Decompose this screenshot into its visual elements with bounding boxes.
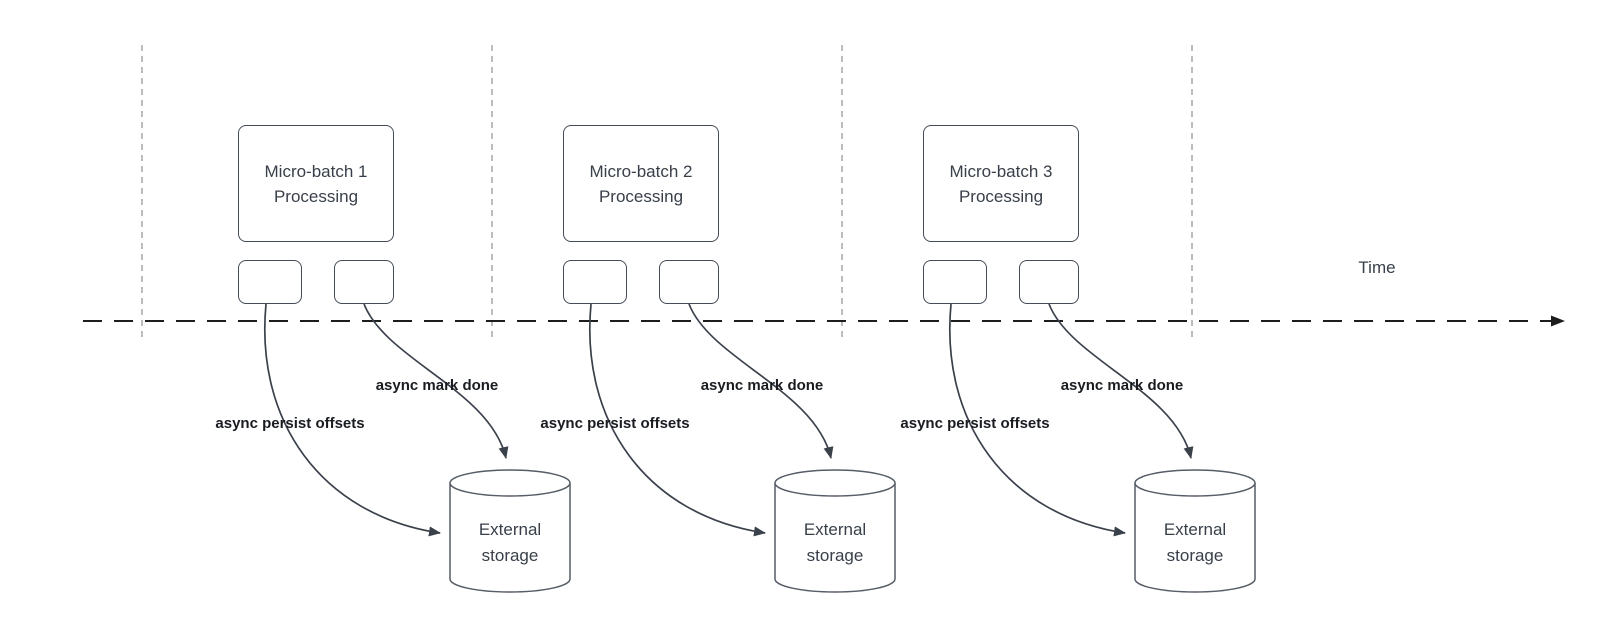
storage-label-line1: External: [478, 520, 542, 539]
microbatch-3-processing-box: Micro-batch 3 Processing: [923, 125, 1079, 242]
microbatch-2-processing-box: Micro-batch 2 Processing: [563, 125, 719, 242]
offsets-task-box-1: [238, 260, 302, 304]
mark-done-arrow-2: [688, 303, 834, 459]
section-3-shapes: [949, 303, 1256, 593]
persist-offsets-label-2: async persist offsets: [540, 415, 690, 432]
storage-cylinder-3: [1134, 469, 1256, 593]
mark-done-label-1: async mark done: [375, 377, 499, 394]
storage-cylinder-1: [449, 469, 571, 593]
offsets-task-box-3: [923, 260, 987, 304]
processing-box-title-line1: Micro-batch 2: [589, 161, 693, 181]
processing-box-title-line1: Micro-batch 1: [264, 161, 368, 181]
done-task-box-3: [1019, 260, 1079, 304]
external-storage-label-2: External storage: [775, 517, 895, 569]
storage-label-line2: storage: [481, 546, 539, 565]
processing-box-title-line2: Processing: [598, 186, 684, 206]
external-storage-label-3: External storage: [1135, 517, 1255, 569]
persist-offsets-label-1: async persist offsets: [215, 415, 365, 432]
storage-cylinder-2: [774, 469, 896, 593]
storage-label-line1: External: [803, 520, 867, 539]
microbatch-1-processing-box: Micro-batch 1 Processing: [238, 125, 394, 242]
processing-box-title-line2: Processing: [958, 186, 1044, 206]
done-task-box-1: [334, 260, 394, 304]
persist-offsets-label-3: async persist offsets: [900, 415, 1050, 432]
section-1-shapes: [264, 303, 571, 593]
time-axis-label: Time: [1358, 258, 1396, 277]
mark-done-label-3: async mark done: [1060, 377, 1184, 394]
storage-label-line2: storage: [806, 546, 864, 565]
mark-done-label-2: async mark done: [700, 377, 824, 394]
persist-offsets-arrow-3: [949, 303, 1126, 537]
done-task-box-2: [659, 260, 719, 304]
mark-done-arrow-3: [1048, 303, 1194, 459]
external-storage-label-1: External storage: [450, 517, 570, 569]
mark-done-arrow-1: [363, 303, 509, 459]
storage-label-line2: storage: [1166, 546, 1224, 565]
storage-label-line1: External: [1163, 520, 1227, 539]
section-2-shapes: [589, 303, 896, 593]
processing-box-title-line2: Processing: [273, 186, 359, 206]
processing-box-title-line1: Micro-batch 3: [949, 161, 1053, 181]
persist-offsets-arrow-1: [264, 303, 441, 537]
offsets-task-box-2: [563, 260, 627, 304]
persist-offsets-arrow-2: [589, 303, 766, 537]
